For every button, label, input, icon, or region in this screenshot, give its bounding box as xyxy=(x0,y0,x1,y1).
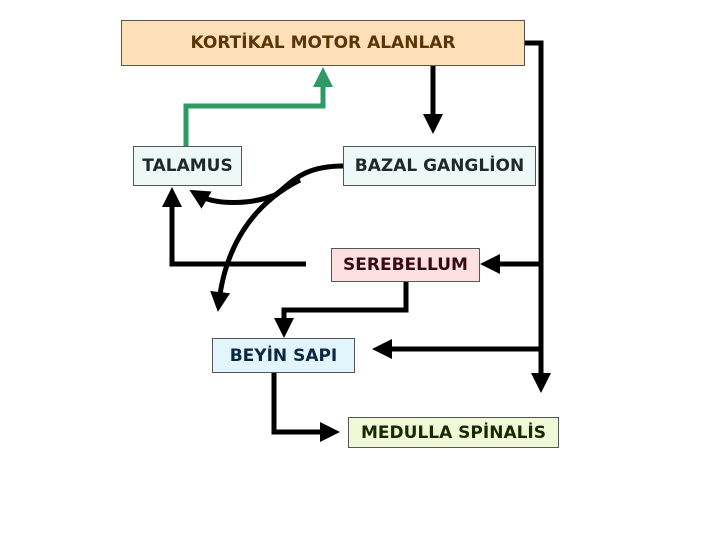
node-label: MEDULLA SPİNALİS xyxy=(361,422,546,443)
arrow-basal-to-brainstem xyxy=(210,177,302,312)
node-spinal-cord: MEDULLA SPİNALİS xyxy=(348,417,559,448)
node-label: TALAMUS xyxy=(142,156,233,176)
node-cortical-motor-areas: KORTİKAL MOTOR ALANLAR xyxy=(121,20,525,66)
arrow-thalamus-to-cortex xyxy=(183,67,333,146)
node-cerebellum: SEREBELLUM xyxy=(331,248,480,282)
node-label: BAZAL GANGLİON xyxy=(354,156,525,176)
node-thalamus: TALAMUS xyxy=(133,146,242,186)
arrow-cerebellum-to-brainstem xyxy=(274,281,409,338)
arrow-brainstem-to-spinal xyxy=(271,372,340,442)
arrow-cortex-to-spinal xyxy=(524,40,551,393)
arrow-cerebellum-to-thalamus xyxy=(162,187,306,267)
node-label: KORTİKAL MOTOR ALANLAR xyxy=(190,33,456,53)
node-basal-ganglion: BAZAL GANGLİON xyxy=(343,146,536,186)
node-label: BEYİN SAPI xyxy=(229,345,338,366)
node-label: SEREBELLUM xyxy=(343,255,468,275)
node-brainstem: BEYİN SAPI xyxy=(212,338,355,373)
